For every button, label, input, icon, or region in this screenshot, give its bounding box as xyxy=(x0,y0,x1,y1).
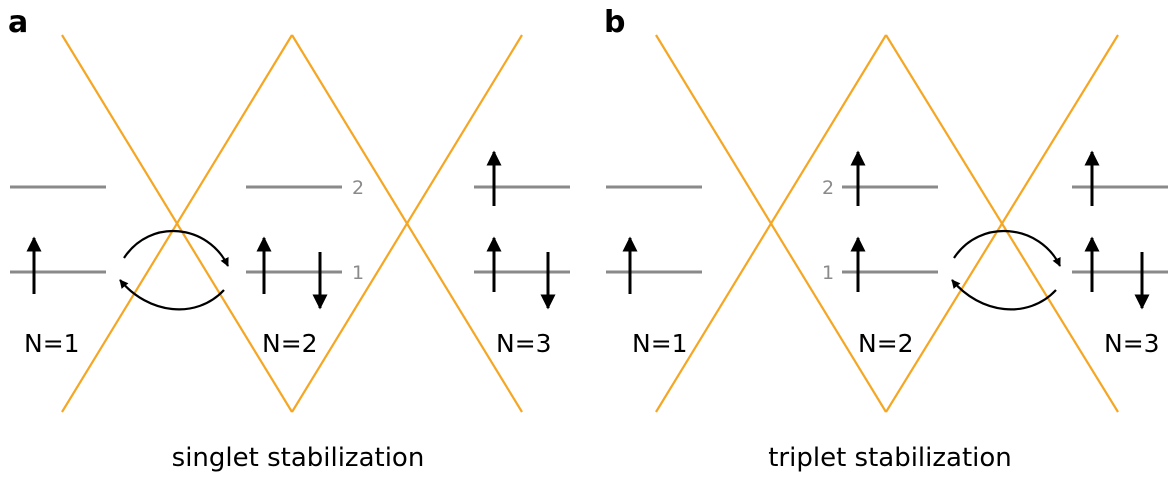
level-label-2: 2 xyxy=(352,177,364,199)
coulomb-diamonds-b xyxy=(655,34,1119,413)
tunneling-arrows-b xyxy=(951,229,1061,311)
tunneling-arrow-back xyxy=(951,279,1057,311)
n-label-1: N=1 xyxy=(24,329,80,358)
diamond-edge xyxy=(655,34,887,413)
panel-caption-b: triplet stabilization xyxy=(768,443,1012,473)
diamond-edge xyxy=(291,34,523,413)
n-label-2: N=2 xyxy=(858,329,914,358)
panel-a: a 2 1 xyxy=(8,5,570,473)
tunneling-arrow-forward xyxy=(953,229,1061,267)
panel-b: b 2 1 xyxy=(604,5,1168,473)
tunneling-arrow-forward xyxy=(123,229,229,267)
diamond-edge xyxy=(61,34,293,413)
levels-n3-b xyxy=(1072,150,1168,310)
coulomb-diamonds-a xyxy=(61,34,523,413)
panel-caption-a: singlet stabilization xyxy=(172,443,425,473)
diamond-edge xyxy=(885,34,1119,413)
levels-n3-a xyxy=(474,150,570,310)
levels-n2-b: 2 1 xyxy=(822,150,938,292)
tunneling-arrows-a xyxy=(119,229,229,311)
n-label-2: N=2 xyxy=(262,329,318,358)
level-label-1: 1 xyxy=(352,262,364,284)
level-label-2: 2 xyxy=(822,177,834,199)
n-label-1: N=1 xyxy=(632,329,688,358)
n-label-3: N=3 xyxy=(1104,329,1160,358)
levels-n2-a: 2 1 xyxy=(246,177,364,310)
levels-n1-a xyxy=(10,185,106,294)
level-label-1: 1 xyxy=(822,262,834,284)
panel-letter-b: b xyxy=(604,5,625,40)
panel-letter-a: a xyxy=(8,5,28,40)
n-label-3: N=3 xyxy=(496,329,552,358)
tunneling-arrow-back xyxy=(119,279,225,311)
levels-n1-b xyxy=(606,185,702,294)
